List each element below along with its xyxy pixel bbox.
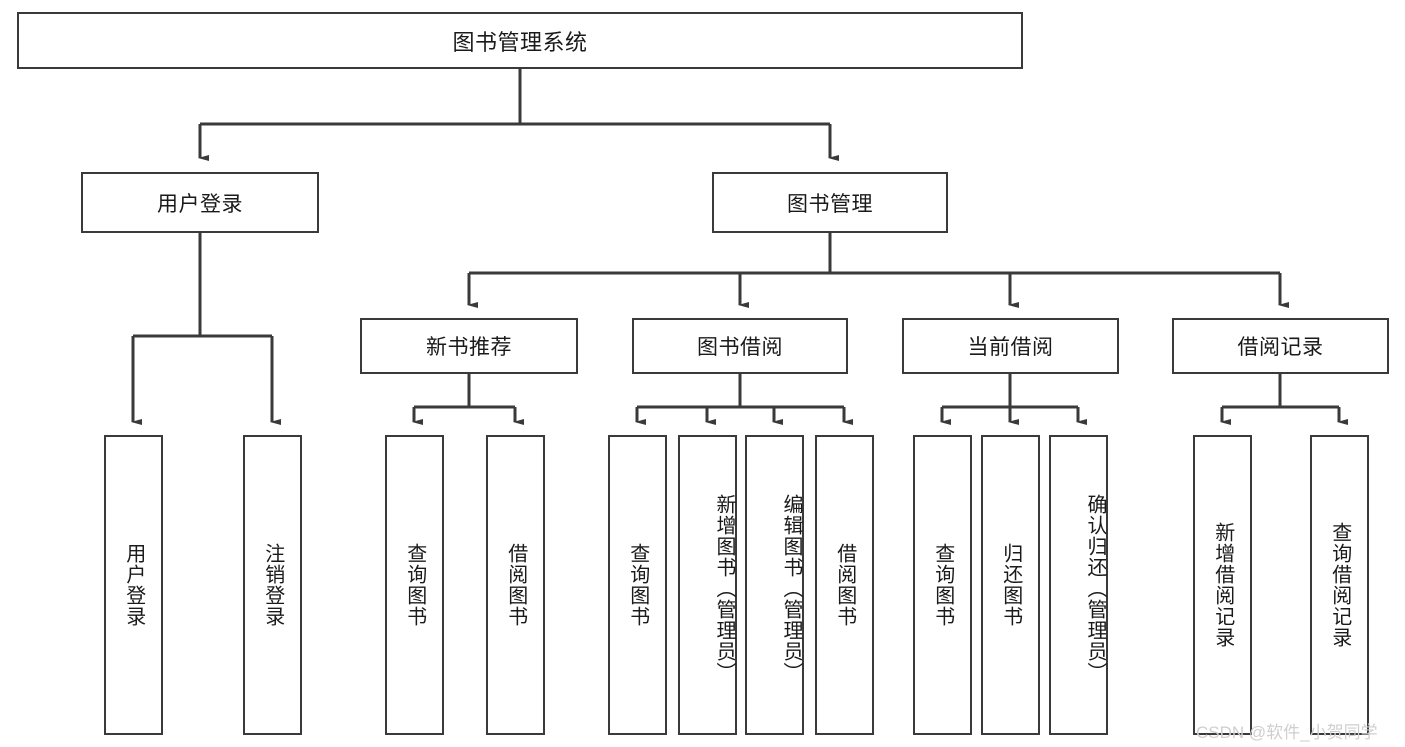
leaf-query-book-borrow[interactable]: 查询图书 [608,435,667,735]
node-book-management[interactable]: 图书管理 [712,172,948,233]
node-root-system[interactable]: 图书管理系统 [17,12,1023,69]
leaf-edit-book-admin[interactable]: 编辑图书（管理员） [745,435,804,735]
wire-group-root [198,69,839,161]
node-borrow-record[interactable]: 借阅记录 [1172,318,1389,374]
node-new-book-recommend[interactable]: 新书推荐 [360,318,578,374]
csdn-watermark: CSDN @软件_小贺同学 [1196,723,1378,742]
leaf-query-book-current[interactable]: 查询图书 [913,435,972,735]
node-book-borrow[interactable]: 图书借阅 [632,318,848,374]
wire-group-book-borrow [635,374,853,425]
wire-group-borrow-record [1220,374,1348,425]
node-current-borrow[interactable]: 当前借阅 [902,318,1119,374]
leaf-query-book-new[interactable]: 查询图书 [385,435,444,735]
leaf-borrow-book-new[interactable]: 借阅图书 [486,435,545,735]
leaf-return-book[interactable]: 归还图书 [981,435,1040,735]
leaf-add-book-admin[interactable]: 新增图书（管理员） [678,435,737,735]
leaf-confirm-return-admin[interactable]: 确认归还（管理员） [1049,435,1108,735]
wire-group-current-borrow [940,374,1087,425]
wire-group-new-book [412,374,524,425]
leaf-logout[interactable]: 注销登录 [243,435,302,735]
node-user-login[interactable]: 用户登录 [81,172,319,233]
leaf-add-borrow-record[interactable]: 新增借阅记录 [1193,435,1252,735]
leaf-borrow-book[interactable]: 借阅图书 [815,435,874,735]
wire-group-user-login [131,233,281,425]
leaf-user-login[interactable]: 用户登录 [104,435,163,735]
leaf-query-borrow-record[interactable]: 查询借阅记录 [1310,435,1369,735]
wire-group-book-management [467,233,1289,308]
